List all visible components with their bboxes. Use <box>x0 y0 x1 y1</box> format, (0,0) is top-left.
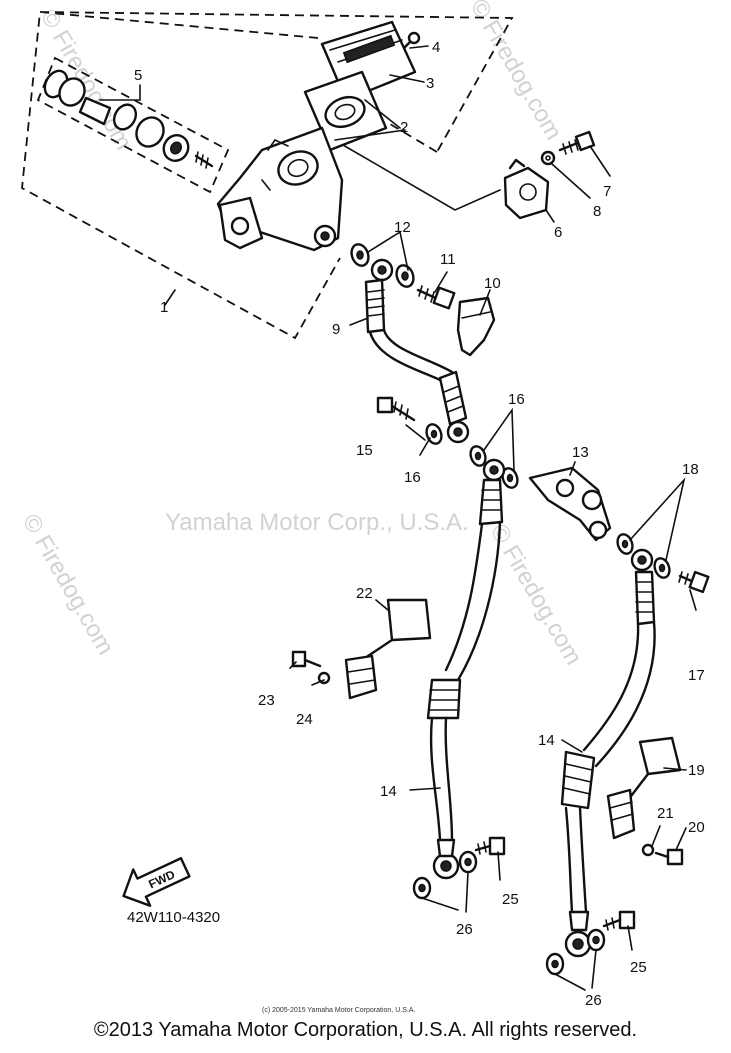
forward-arrow-icon: FWD <box>122 857 191 907</box>
callout-25-lower: 25 <box>630 959 647 976</box>
callout-7: 7 <box>603 183 611 200</box>
diagram-code: 42W110-4320 <box>127 909 220 926</box>
kit-outline <box>36 56 230 194</box>
callout-24: 24 <box>296 711 313 728</box>
brake-hose-part-14-right <box>560 548 656 958</box>
callout-21: 21 <box>657 805 674 822</box>
callout-23: 23 <box>258 692 275 709</box>
callout-26-upper: 26 <box>456 921 473 938</box>
callout-19: 19 <box>688 762 705 779</box>
callout-22: 22 <box>356 585 373 602</box>
callout-13: 13 <box>572 444 589 461</box>
callout-18: 18 <box>682 461 699 478</box>
washer-part-21 <box>641 843 655 857</box>
watermark-site-top: © Firedog.com <box>465 0 567 145</box>
watermark-site-center: © Firedog.com <box>485 520 587 670</box>
union-bolt-part-11 <box>416 285 456 310</box>
brake-hose-part-9 <box>364 258 470 444</box>
cover-part-10 <box>456 296 496 357</box>
callout-1: 1 <box>160 299 168 316</box>
piston-kit-part-5 <box>43 69 214 169</box>
callout-12: 12 <box>394 219 411 236</box>
callout-10: 10 <box>484 275 501 292</box>
master-cylinder-part-1 <box>216 126 344 252</box>
small-copyright-note: (c) 2005-2015 Yamaha Motor Corporation, … <box>262 1007 415 1014</box>
clamp-part-19 <box>606 736 682 840</box>
bolt-part-7 <box>558 130 596 155</box>
callout-17: 17 <box>688 667 705 684</box>
brake-hose-part-14-left <box>426 458 506 880</box>
washers-part-18 <box>616 533 671 579</box>
callout-14-left: 14 <box>380 783 397 800</box>
bolt-part-20 <box>654 848 684 866</box>
callout-9: 9 <box>332 321 340 338</box>
callout-20: 20 <box>688 819 705 836</box>
bolt-part-23 <box>291 650 322 668</box>
callout-2: 2 <box>400 119 408 136</box>
callout-25-upper: 25 <box>502 891 519 908</box>
callout-14-right: 14 <box>538 732 555 749</box>
clamp-part-22 <box>344 598 432 700</box>
watermark-site-left: © Firedog.com <box>17 510 119 660</box>
callout-8: 8 <box>593 203 601 220</box>
watermark-company: Yamaha Motor Corp., U.S.A. <box>165 509 469 536</box>
callout-6: 6 <box>554 224 562 241</box>
union-bolt-part-25-upper <box>474 836 506 856</box>
leader-lines <box>99 45 697 991</box>
holder-part-6 <box>503 158 550 220</box>
washers-part-16 <box>425 423 519 489</box>
washers-part-26-upper <box>412 850 478 900</box>
copyright-footer: ©2013 Yamaha Motor Corporation, U.S.A. A… <box>93 1019 638 1041</box>
assembly-outline <box>21 11 514 340</box>
callout-4: 4 <box>432 39 440 56</box>
callout-3: 3 <box>426 75 434 92</box>
callout-15: 15 <box>356 442 373 459</box>
union-bolt-part-17 <box>678 570 710 594</box>
brake-joint-part-13 <box>528 466 612 542</box>
washers-part-26-lower <box>545 928 606 976</box>
union-bolt-part-25-lower <box>602 910 636 931</box>
callout-26-lower: 26 <box>585 992 602 1009</box>
callout-labels: 1 2 3 4 5 6 7 8 9 10 11 12 13 14 14 15 1… <box>134 39 705 1009</box>
callout-5: 5 <box>134 67 142 84</box>
washer-part-8 <box>540 150 556 166</box>
callout-11: 11 <box>440 251 456 268</box>
union-bolt-part-15 <box>376 396 416 422</box>
callout-16-left: 16 <box>404 469 421 486</box>
callout-16-right: 16 <box>508 391 525 408</box>
